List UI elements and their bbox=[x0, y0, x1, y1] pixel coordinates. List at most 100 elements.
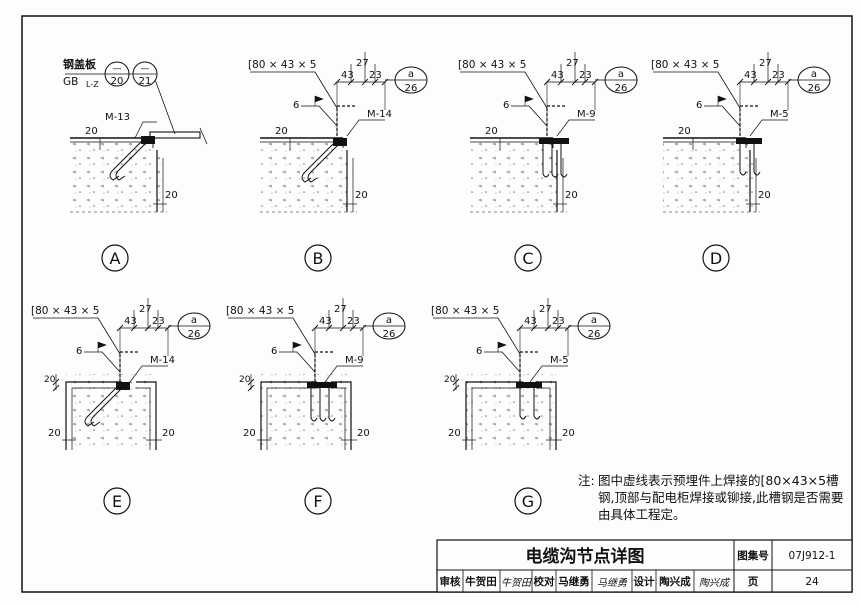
anchor-bar bbox=[307, 143, 340, 183]
review-label: 审核 bbox=[440, 575, 461, 588]
checker-signature: 马继勇 bbox=[597, 577, 628, 589]
weld-size: 6 bbox=[476, 346, 482, 357]
concrete-fill bbox=[470, 138, 563, 212]
weld-leader bbox=[484, 351, 521, 373]
trench-left-inner bbox=[71, 387, 122, 450]
channel-steel bbox=[739, 105, 760, 136]
dimension-20-left: 20 bbox=[448, 428, 461, 439]
general-note: 注: 图中虚线表示预埋件上焊接的[80×43×5槽钢,顶部与配电柜焊接或铆接,此… bbox=[578, 472, 853, 523]
anchor-bar bbox=[519, 388, 527, 420]
member-leader bbox=[129, 365, 168, 383]
trench-left-inner bbox=[471, 387, 522, 450]
anchor-bar bbox=[328, 388, 336, 422]
dimension-27: 27 bbox=[566, 58, 579, 69]
trench-right-inner bbox=[136, 387, 151, 450]
trench-left-edge bbox=[65, 381, 122, 450]
member-label: M-13 bbox=[105, 112, 130, 123]
dimension-20-left: 20 bbox=[275, 126, 288, 137]
channel-spec: [80 × 43 × 5 bbox=[651, 59, 719, 71]
anchor-bar bbox=[533, 388, 541, 420]
break-mark bbox=[199, 127, 208, 145]
embedded-plate bbox=[307, 382, 337, 388]
dimension-43: 43 bbox=[319, 316, 332, 327]
member-leader bbox=[749, 119, 788, 137]
weld-flag bbox=[717, 95, 727, 106]
dimension-tick bbox=[52, 378, 60, 386]
channel-spec: [80 × 43 × 5 bbox=[431, 305, 499, 317]
dimension-27: 27 bbox=[139, 304, 152, 315]
title-block: 电缆沟节点详图 图集号 07J912-1 审核 牛贺田 牛贺田 校对 马继勇 马… bbox=[436, 539, 853, 593]
member-label: M-14 bbox=[367, 109, 392, 120]
dimension-23: 23 bbox=[369, 70, 382, 81]
detail-circle bbox=[101, 244, 129, 272]
cover-plate-label: 钢盖板 bbox=[63, 57, 97, 71]
dimension-23: 23 bbox=[552, 316, 565, 327]
reference-page: 26 bbox=[188, 329, 201, 340]
reference-detail: a bbox=[591, 315, 597, 326]
designer-signature: 陶兴成 bbox=[699, 577, 731, 589]
concrete-fill bbox=[260, 138, 353, 212]
member-label: M-9 bbox=[577, 109, 596, 120]
detail-circle bbox=[514, 244, 542, 272]
channel-steel bbox=[336, 105, 357, 136]
reference-page: 26 bbox=[615, 83, 628, 94]
detail-circle bbox=[702, 244, 730, 272]
member-leader bbox=[529, 365, 568, 383]
dimension-43: 43 bbox=[551, 70, 564, 81]
anchor-bar bbox=[109, 141, 142, 181]
anchor-bar bbox=[319, 388, 327, 422]
dimension-23: 23 bbox=[152, 316, 165, 327]
reviewer-name: 牛贺田 bbox=[465, 575, 497, 588]
detail-letter: D bbox=[710, 249, 722, 268]
embedded-plate bbox=[736, 138, 762, 144]
anchor-bar bbox=[310, 388, 318, 422]
dimension-20-side: 20 bbox=[355, 190, 368, 201]
weld-flag bbox=[292, 341, 302, 352]
detail-circle bbox=[103, 487, 131, 515]
weld-leader bbox=[511, 105, 548, 127]
dimension-tick bbox=[452, 384, 460, 392]
page-label: 页 bbox=[748, 576, 759, 588]
dimension-43: 43 bbox=[744, 70, 757, 81]
dimension-20-right: 20 bbox=[562, 428, 575, 439]
anchor-bar bbox=[551, 144, 559, 178]
embedded-plate bbox=[333, 138, 347, 146]
reference-page: 26 bbox=[808, 83, 821, 94]
detail-circle bbox=[304, 487, 332, 515]
steel-cover-plate bbox=[149, 131, 201, 139]
channel-leader bbox=[653, 71, 741, 109]
concrete-fill bbox=[261, 374, 351, 450]
cover-plate-code: GB bbox=[63, 76, 78, 88]
trench-left-inner bbox=[266, 387, 317, 450]
dimension-20-left: 20 bbox=[485, 126, 498, 137]
dimension-tick bbox=[52, 384, 60, 392]
weld-size: 6 bbox=[76, 346, 82, 357]
dimension-27: 27 bbox=[334, 304, 347, 315]
reference-detail: a bbox=[811, 69, 817, 80]
reference-detail: — bbox=[141, 64, 150, 74]
detail-letter: G bbox=[522, 492, 534, 511]
detail-letter: B bbox=[313, 249, 324, 268]
weld-size: 6 bbox=[696, 100, 702, 111]
channel-spec: [80 × 43 × 5 bbox=[248, 59, 316, 71]
weld-leader bbox=[279, 351, 316, 373]
member-leader bbox=[556, 119, 595, 137]
dimension-tick bbox=[247, 378, 255, 386]
dimension-27: 27 bbox=[356, 58, 369, 69]
concrete-fill bbox=[466, 374, 556, 450]
channel-leader bbox=[228, 317, 316, 355]
trench-left-edge bbox=[465, 381, 522, 450]
dimension-tick bbox=[452, 378, 460, 386]
dimension-43: 43 bbox=[124, 316, 137, 327]
reference-detail: a bbox=[618, 69, 624, 80]
weld-flag bbox=[524, 95, 534, 106]
channel-steel bbox=[546, 105, 567, 136]
member-leader bbox=[134, 121, 157, 139]
detail-circle bbox=[514, 487, 542, 515]
note-label: 注: bbox=[578, 473, 595, 488]
weld-size: 6 bbox=[271, 346, 277, 357]
